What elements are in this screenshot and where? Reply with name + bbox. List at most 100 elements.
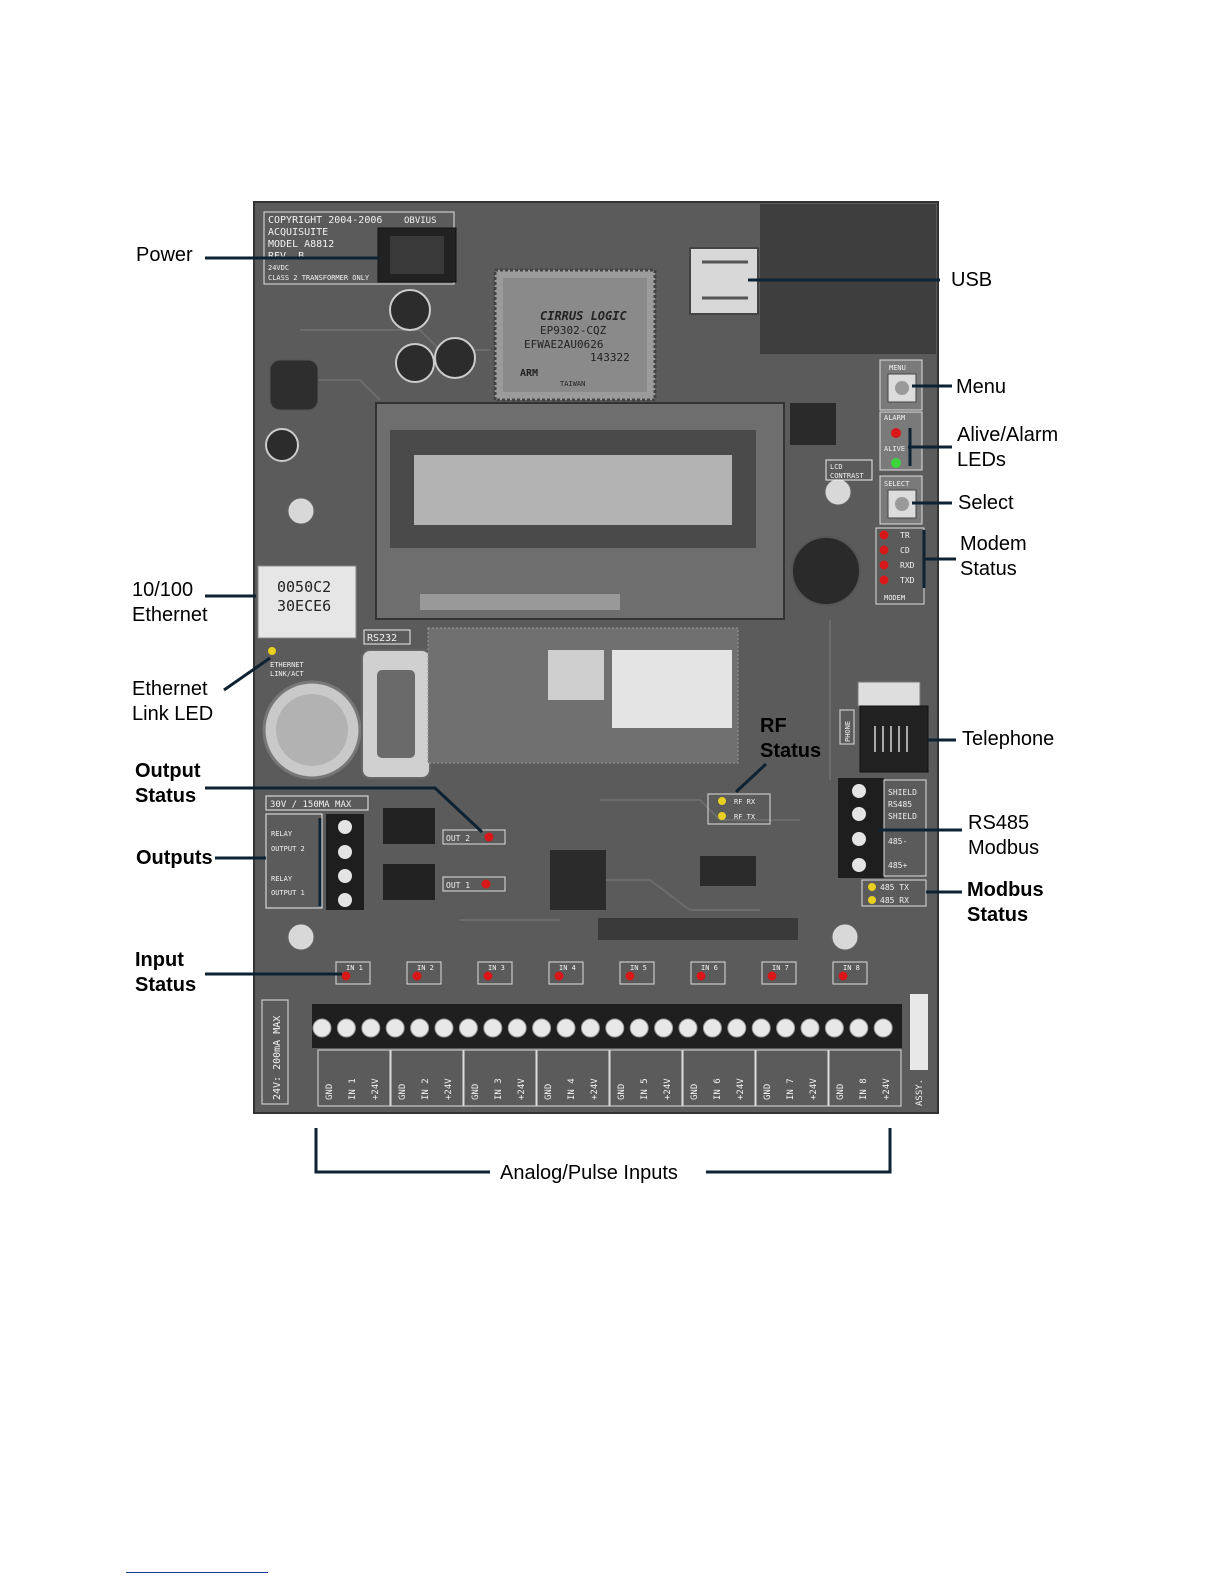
rf-module xyxy=(427,627,739,764)
input-screw-terminal xyxy=(434,1018,454,1038)
callout-outputs: Outputs xyxy=(136,847,213,869)
leader-analog-right xyxy=(706,1128,892,1174)
input-led-label: IN 3 xyxy=(488,964,505,972)
rs485-terminal: SHIELD RS485 SHIELD 485- 485+ xyxy=(838,778,927,878)
lcd-connector xyxy=(420,594,620,610)
rf-led-label: RF TX xyxy=(734,813,756,821)
out2-led xyxy=(484,832,494,842)
footer-rule xyxy=(126,1572,268,1573)
copyright-line: ACQUISUITE xyxy=(268,227,328,238)
lcd-contrast-label: CONTRAST xyxy=(830,472,865,480)
ethernet-led-label: ETHERNET xyxy=(270,661,305,669)
input-screw-terminal xyxy=(629,1018,649,1038)
modem-led-txd xyxy=(879,575,889,585)
input-pin-label: IN 8 xyxy=(859,1078,869,1100)
lcd-contrast-label: LCD xyxy=(830,463,843,471)
input-pin-label: GND xyxy=(544,1084,554,1100)
input-pin-label: IN 5 xyxy=(640,1078,650,1100)
alarm-led xyxy=(891,428,901,438)
relay-section: 30V / 150MA MAX RELAY OUTPUT 2 RELAY OUT… xyxy=(265,795,435,910)
rs485-label: 485- xyxy=(888,837,907,846)
input-screw-terminal xyxy=(776,1018,796,1038)
relay-rating: 30V / 150MA MAX xyxy=(270,800,352,810)
input-led-label: IN 8 xyxy=(843,964,860,972)
input-led-label: IN 5 xyxy=(630,964,647,972)
callout-input-status: Input Status xyxy=(135,949,197,996)
input-pin-label: +24V xyxy=(809,1078,819,1100)
modem-label: MODEM xyxy=(884,594,905,602)
input-led xyxy=(838,971,848,981)
input-screw-terminal xyxy=(702,1018,722,1038)
rs485-label: RS485 xyxy=(888,800,912,809)
leader-ethernet-link xyxy=(223,656,271,692)
supply-line: 24VDC xyxy=(268,264,289,272)
input-led-box xyxy=(690,961,726,985)
callout-output-status: Output Status xyxy=(135,760,201,807)
supply-line: CLASS 2 TRANSFORMER ONLY xyxy=(268,274,370,282)
input-led xyxy=(696,971,706,981)
mounting-hole xyxy=(287,497,315,525)
input-led-label: IN 2 xyxy=(417,964,434,972)
ethernet-jack: 0050C2 30ECE6 xyxy=(257,565,357,639)
callout-usb: USB xyxy=(951,269,993,291)
input-group-box xyxy=(317,1049,391,1107)
leader-rf xyxy=(734,762,768,794)
modem-led-rxd xyxy=(879,560,889,570)
relay-label: OUTPUT 2 xyxy=(271,845,305,853)
input-led-box xyxy=(406,961,442,985)
input-screw-terminal xyxy=(873,1018,893,1038)
cpu-chip: CIRRUS LOGIC EP9302-CQZ EFWAE2AU0626 143… xyxy=(493,268,657,402)
callout-analog-pulse: Analog/Pulse Inputs xyxy=(500,1162,678,1184)
copyright-line: COPYRIGHT 2004-2006 xyxy=(268,215,382,226)
mounting-hole xyxy=(831,923,859,951)
capacitors xyxy=(265,289,476,462)
input-screw-terminal xyxy=(532,1018,552,1038)
modem-led-cd xyxy=(879,545,889,555)
assy-label: ASSY. xyxy=(915,1079,925,1106)
input-screw-terminal xyxy=(336,1018,356,1038)
microcontroller xyxy=(550,850,606,910)
input-pin-label: GND xyxy=(398,1084,408,1100)
out-led-label: OUT 1 xyxy=(446,881,470,890)
modbus-led-label: 485 TX xyxy=(880,883,909,892)
lcd-display xyxy=(375,402,785,620)
callout-alive-alarm: Alive/Alarm LEDs xyxy=(957,424,1059,471)
input-screw-terminal xyxy=(605,1018,625,1038)
input-led xyxy=(341,971,351,981)
modbus-led-label: 485 RX xyxy=(880,896,909,905)
input-pin-label: +24V xyxy=(882,1078,892,1100)
input-pin-label: IN 2 xyxy=(421,1078,431,1100)
input-terminals xyxy=(312,1018,893,1038)
input-screw-terminal xyxy=(824,1018,844,1038)
input-led xyxy=(554,971,564,981)
input-led xyxy=(412,971,422,981)
input-pin-label: GND xyxy=(325,1084,335,1100)
callout-rs485: RS485 Modbus xyxy=(968,812,1040,859)
alive-label: ALIVE xyxy=(884,445,905,453)
input-screw-terminal xyxy=(507,1018,527,1038)
input-pin-label: IN 4 xyxy=(567,1078,577,1100)
input-screw-terminal xyxy=(410,1018,430,1038)
mounting-hole xyxy=(287,923,315,951)
modem-led-label: CD xyxy=(900,546,910,555)
ethernet-led-label: LINK/ACT xyxy=(270,670,305,678)
input-screw-terminal xyxy=(556,1018,576,1038)
cpu-arm: ARM xyxy=(520,368,538,379)
callout-telephone: Telephone xyxy=(962,728,1055,750)
input-pin-label: GND xyxy=(471,1084,481,1100)
input-led-label: IN 6 xyxy=(701,964,718,972)
out-led-label: OUT 2 xyxy=(446,834,470,843)
rf-rx-led xyxy=(718,797,726,805)
input-group-box xyxy=(609,1049,683,1107)
input-screw-terminal xyxy=(751,1018,771,1038)
relay-label: RELAY xyxy=(271,875,293,883)
voltage-regulator xyxy=(790,403,836,445)
telephone-jack: PHONE xyxy=(839,705,929,773)
input-group-box xyxy=(828,1049,902,1107)
cpu-brand: CIRRUS LOGIC xyxy=(540,309,627,323)
input-pin-label: IN 6 xyxy=(713,1078,723,1100)
modem-led-label: TR xyxy=(900,531,910,540)
cpu-code: 143322 xyxy=(590,351,630,364)
